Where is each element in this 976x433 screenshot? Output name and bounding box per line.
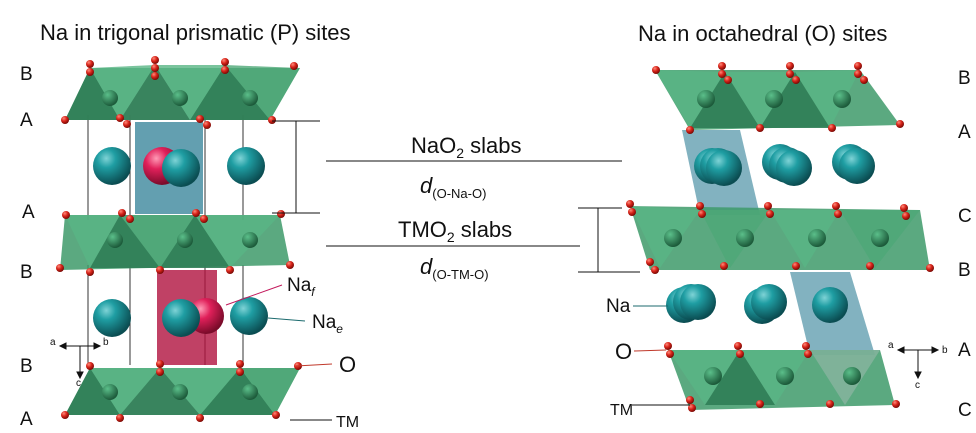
- tmo2-slabs-label: TMO2 slabs: [398, 217, 512, 245]
- left-oxygen-label: O: [339, 352, 356, 377]
- nao2-slabs-label: NaO2 slabs: [411, 133, 522, 161]
- left-axis-b: b: [103, 337, 109, 348]
- left-stack-5: B: [20, 356, 33, 377]
- na-atom: [230, 297, 268, 335]
- left-title: Na in trigonal prismatic (P) sites: [40, 20, 351, 45]
- na-atom: [162, 299, 200, 337]
- left-stack-4: B: [20, 262, 33, 283]
- left-tm-label: TM: [336, 414, 359, 431]
- left-axes-widget: [58, 342, 102, 380]
- center-annotations: [272, 120, 640, 273]
- right-axes-widget: [896, 346, 940, 380]
- left-top-slab: [65, 65, 300, 120]
- right-na-row-1: [694, 144, 875, 186]
- right-axis-c: c: [915, 380, 920, 391]
- oxygen-atoms: [56, 56, 302, 422]
- right-axis-a: a: [888, 340, 894, 351]
- left-stack-6: A: [20, 409, 33, 430]
- left-axis-a: a: [50, 337, 56, 348]
- right-oxygen-label: O: [615, 339, 632, 364]
- na-f-label: Naf: [287, 275, 316, 299]
- d-o-tm-o-label: d(O-TM-O): [420, 254, 489, 282]
- right-na-label: Na: [606, 296, 631, 317]
- left-structure: [56, 56, 302, 422]
- na-e-label: Nae: [312, 312, 343, 336]
- na-atom: [227, 147, 265, 185]
- right-title: Na in octahedral (O) sites: [638, 21, 887, 46]
- left-middle-slab: [60, 215, 290, 270]
- left-axis-c: c: [76, 378, 81, 389]
- right-stack-4: B: [958, 260, 971, 281]
- right-axis-b: b: [942, 345, 948, 356]
- right-top-slab: [655, 70, 900, 130]
- na-atom: [93, 299, 131, 337]
- left-stack-1: B: [20, 64, 33, 85]
- right-middle-slab: [630, 206, 930, 270]
- right-oxygen-atoms: [626, 62, 934, 412]
- right-stack-2: A: [958, 122, 971, 143]
- left-stack-3: A: [22, 202, 35, 223]
- right-structure: [626, 62, 934, 412]
- left-bottom-slab: [65, 368, 300, 415]
- right-stack-1: B: [958, 68, 971, 89]
- right-stack-5: A: [958, 340, 971, 361]
- d-o-na-o-label: d(O-Na-O): [420, 173, 486, 201]
- right-tm-label: TM: [610, 402, 633, 419]
- na-atom: [93, 147, 131, 185]
- right-bottom-slab: [668, 350, 895, 410]
- na-atom: [162, 149, 200, 187]
- right-stack-3: C: [958, 206, 972, 227]
- right-na-row-2: [666, 284, 848, 324]
- left-stack-2: A: [20, 110, 33, 131]
- right-stack-6: C: [958, 400, 972, 421]
